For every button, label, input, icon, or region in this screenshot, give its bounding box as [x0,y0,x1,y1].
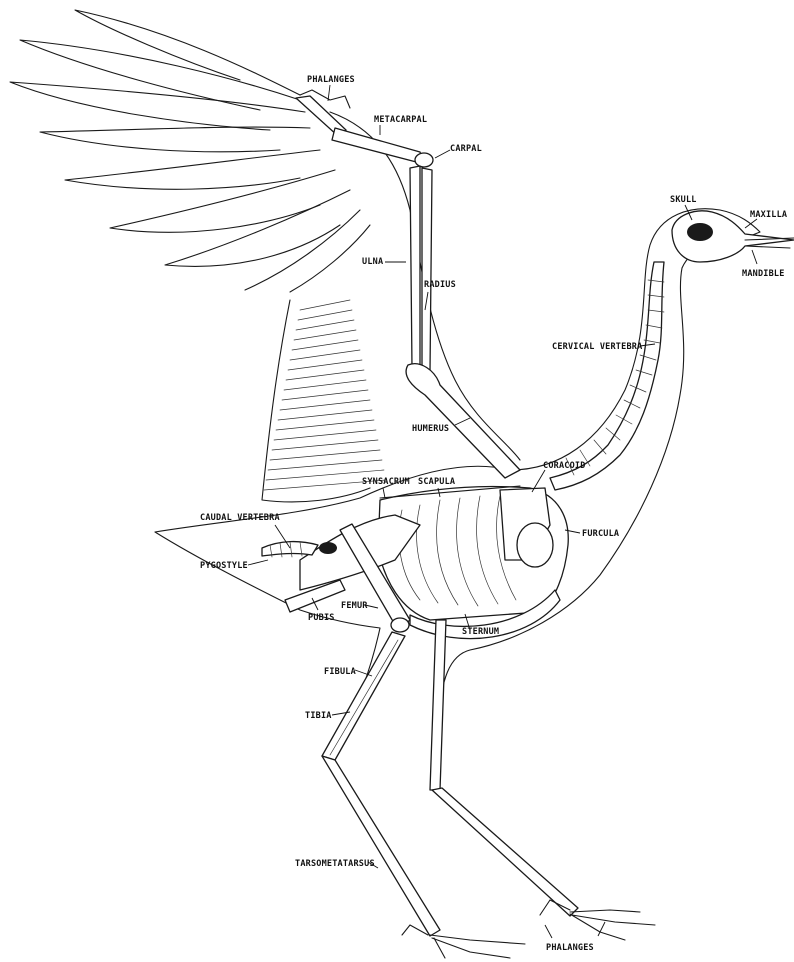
label-phalanges-foot: PHALANGES [546,943,594,953]
label-fibula: FIBULA [324,667,356,677]
label-metacarpal: METACARPAL [374,115,427,125]
label-synsacrum: SYNSACRUM [362,477,410,487]
label-mandible: MANDIBLE [742,269,785,279]
label-caudal-vertebra: CAUDAL VERTEBRA [200,513,280,523]
label-humerus: HUMERUS [412,424,449,434]
label-phalanges-wing: PHALANGES [307,75,355,85]
label-tarsometatarsus: TARSOMETATARSUS [295,859,375,869]
wing-bones [296,96,520,478]
label-coracoid: CORACOID [543,461,586,471]
label-tibia: TIBIA [305,711,332,721]
label-carpal: CARPAL [450,144,482,154]
label-radius: RADIUS [424,280,456,290]
label-skull: SKULL [670,195,697,205]
label-maxilla: MAXILLA [750,210,787,220]
label-pygostyle: PYGOSTYLE [200,561,248,571]
label-pubis: PUBIS [308,613,335,623]
label-cervical-vertebra: CERVICAL VERTEBRA [552,342,642,352]
label-ulna: ULNA [362,257,383,267]
label-scapula: SCAPULA [418,477,455,487]
label-furcula: FURCULA [582,529,619,539]
label-sternum: STERNUM [462,627,499,637]
label-femur: FEMUR [341,601,368,611]
